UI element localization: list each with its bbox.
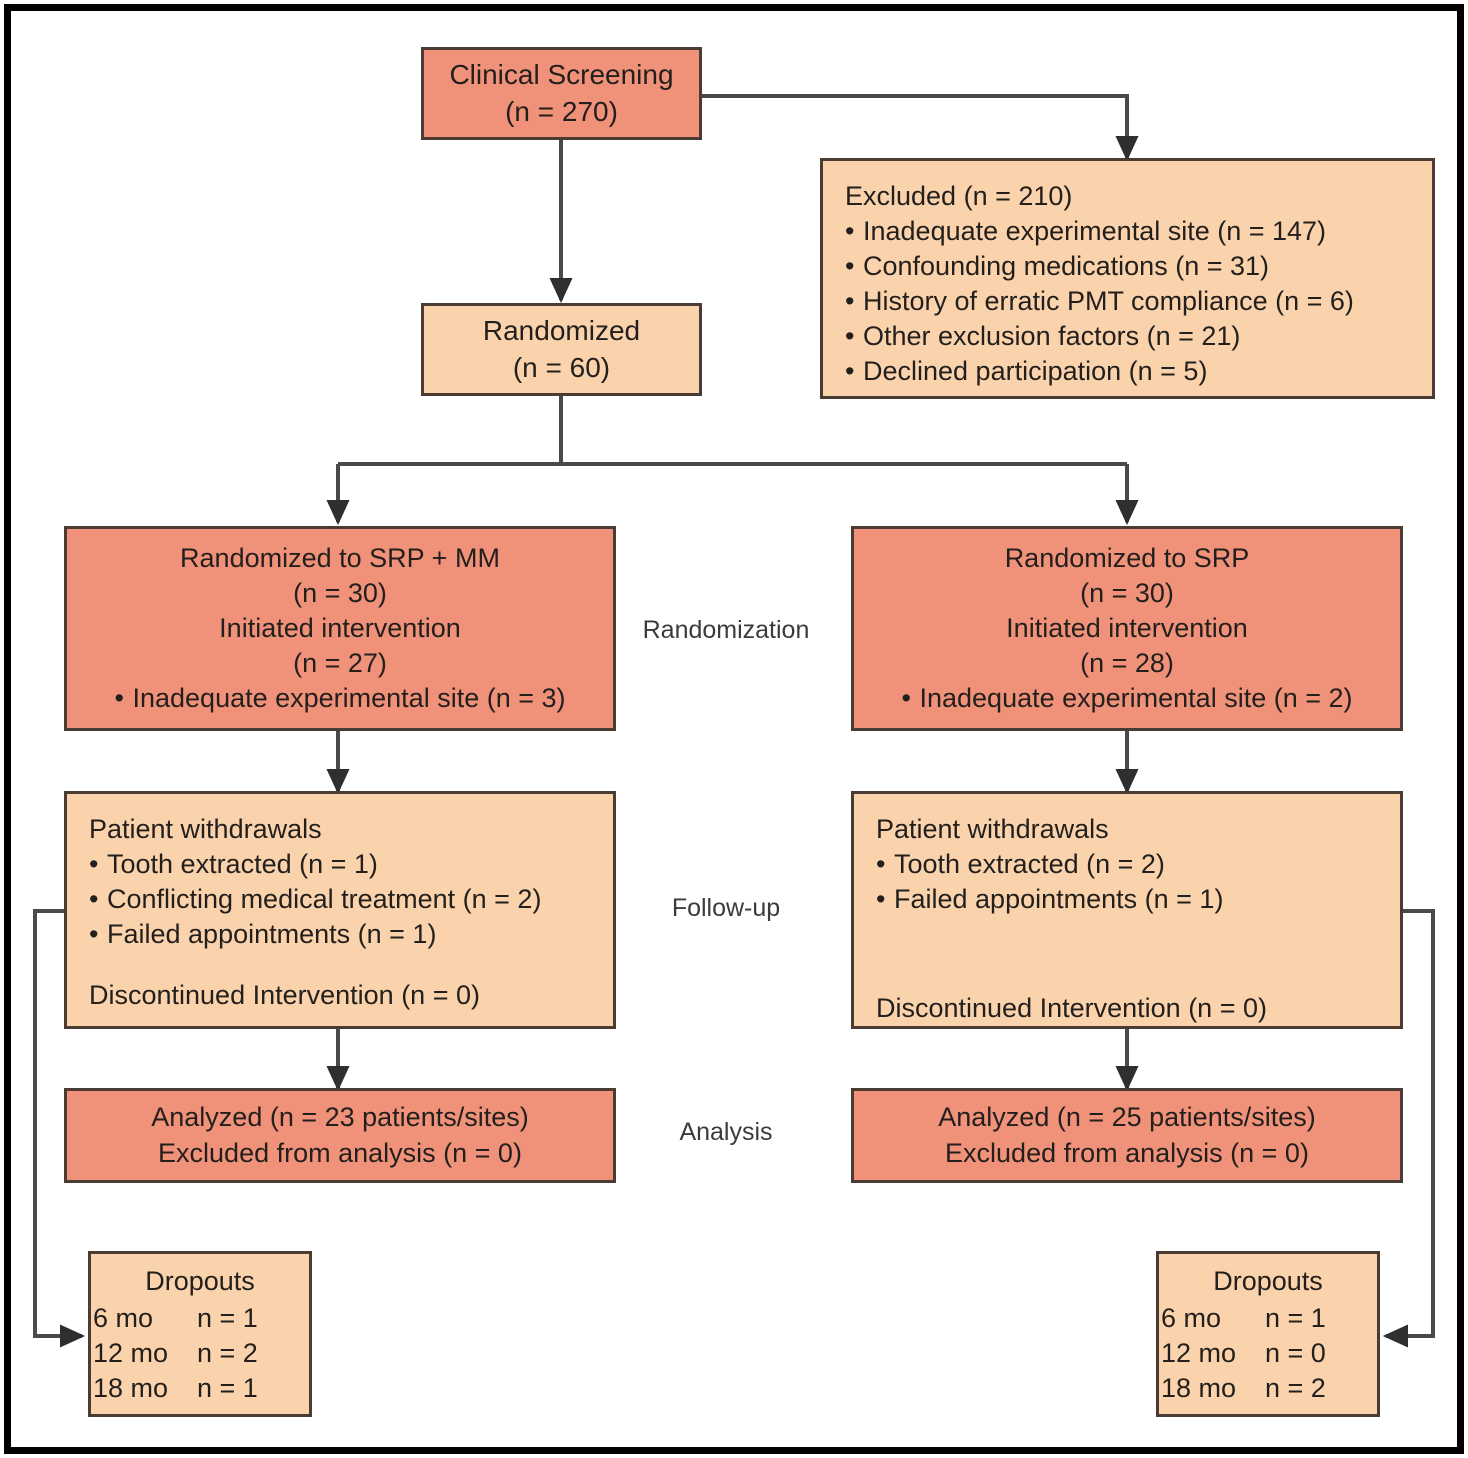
left-analysis-line-2: Excluded from analysis (n = 0) (158, 1137, 522, 1168)
left-withdrawal-item-2: • Conflicting medical treatment (n = 2) (89, 882, 541, 917)
excluded-reason-4-label: Other exclusion factors (n = 21) (863, 321, 1241, 352)
right-dropouts-row-1: 6 mo n = 1 (1161, 1301, 1375, 1336)
excluded-reason-4: • Other exclusion factors (n = 21) (845, 319, 1240, 354)
left-dropouts-row-2-period: 12 mo (93, 1338, 169, 1368)
left-dropouts-row-2: 12 mo n = 2 (93, 1336, 307, 1371)
right-withdrawal-item-1: • Tooth extracted (n = 2) (876, 847, 1165, 882)
right-discontinued: Discontinued Intervention (n = 0) (876, 992, 1267, 1023)
right-dropouts-row-1-value: n = 1 (1265, 1302, 1326, 1333)
screening-line-2: (n = 270) (505, 95, 618, 127)
right-analysis-line-2: Excluded from analysis (n = 0) (945, 1137, 1309, 1168)
node-left-withdrawals[interactable]: Patient withdrawals • Tooth extracted (n… (64, 791, 616, 1029)
excluded-reason-3-label: History of erratic PMT compliance (n = 6… (863, 286, 1354, 317)
excluded-reason-2-label: Confounding medications (n = 31) (863, 251, 1270, 282)
node-right-allocation[interactable]: Randomized to SRP (n = 30) Initiated int… (851, 526, 1403, 731)
right-dropouts-title: Dropouts (1213, 1265, 1323, 1296)
excluded-reason-2: • Confounding medications (n = 31) (845, 249, 1269, 284)
right-alloc-bullet-1: • Inadequate experimental site (n = 2) (901, 681, 1352, 716)
excluded-reason-3: • History of erratic PMT compliance (n =… (845, 284, 1354, 319)
left-analysis-line-1: Analyzed (n = 23 patients/sites) (151, 1102, 529, 1133)
right-alloc-line-1: Randomized to SRP (1004, 542, 1250, 573)
left-dropouts-row-3: 18 mo n = 1 (93, 1371, 307, 1406)
left-dropouts-row-3-period: 18 mo (93, 1373, 169, 1404)
left-alloc-line-4: (n = 27) (293, 648, 387, 679)
bullet-icon: • (89, 849, 99, 880)
node-randomized[interactable]: Randomized (n = 60) (421, 303, 702, 396)
right-dropouts-row-3-value: n = 2 (1265, 1373, 1326, 1404)
node-left-analysis[interactable]: Analyzed (n = 23 patients/sites) Exclude… (64, 1088, 616, 1183)
right-withdrawals-heading: Patient withdrawals (876, 814, 1109, 844)
right-dropouts-row-3: 18 mo n = 2 (1161, 1371, 1375, 1406)
randomized-line-1: Randomized (482, 315, 641, 347)
right-dropouts-row-2: 12 mo n = 0 (1161, 1336, 1375, 1371)
bullet-icon: • (845, 286, 855, 317)
left-dropouts-row-1: 6 mo n = 1 (93, 1301, 307, 1336)
right-alloc-line-2: (n = 30) (1080, 577, 1174, 608)
left-dropouts-title: Dropouts (145, 1265, 255, 1296)
right-dropouts-row-3-period: 18 mo (1161, 1373, 1237, 1404)
excluded-reason-5: • Declined participation (n = 5) (845, 354, 1207, 389)
excluded-reason-1-label: Inadequate experimental site (n = 147) (863, 216, 1327, 247)
bullet-icon: • (114, 683, 124, 714)
bullet-icon: • (845, 216, 855, 247)
excluded-heading: Excluded (n = 210) (845, 181, 1073, 211)
left-withdrawal-item-3: • Failed appointments (n = 1) (89, 917, 436, 952)
bullet-icon: • (845, 356, 855, 387)
screening-line-1: Clinical Screening (449, 59, 674, 91)
left-alloc-line-1: Randomized to SRP + MM (180, 542, 500, 573)
node-right-dropouts[interactable]: Dropouts 6 mo n = 1 12 mo n = 0 18 mo n … (1156, 1251, 1380, 1417)
left-withdrawal-item-1: • Tooth extracted (n = 1) (89, 847, 378, 882)
stage-label-randomization: Randomization (642, 616, 810, 644)
left-dropouts-row-1-period: 6 mo (93, 1302, 154, 1333)
node-left-dropouts[interactable]: Dropouts 6 mo n = 1 12 mo n = 2 18 mo n … (88, 1251, 312, 1417)
left-withdrawals-heading: Patient withdrawals (89, 814, 322, 844)
left-withdrawal-item-3-label: Failed appointments (n = 1) (107, 919, 437, 950)
right-alloc-line-3: Initiated intervention (1006, 612, 1248, 643)
node-excluded[interactable]: Excluded (n = 210) • Inadequate experime… (820, 158, 1435, 399)
right-withdrawal-item-2-label: Failed appointments (n = 1) (894, 884, 1224, 915)
bullet-icon: • (901, 683, 911, 714)
right-alloc-bullet-1-label: Inadequate experimental site (n = 2) (919, 683, 1353, 714)
left-withdrawal-item-1-label: Tooth extracted (n = 1) (107, 849, 378, 880)
left-withdrawal-item-2-label: Conflicting medical treatment (n = 2) (107, 884, 542, 915)
left-alloc-bullet-1-label: Inadequate experimental site (n = 3) (132, 683, 566, 714)
excluded-reason-1: • Inadequate experimental site (n = 147) (845, 214, 1326, 249)
left-dropouts-row-3-value: n = 1 (197, 1373, 258, 1404)
excluded-reason-5-label: Declined participation (n = 5) (863, 356, 1208, 387)
bullet-icon: • (89, 884, 99, 915)
stage-label-analysis: Analysis (679, 1118, 773, 1146)
right-dropouts-row-2-period: 12 mo (1161, 1338, 1237, 1368)
right-dropouts-row-2-value: n = 0 (1265, 1338, 1326, 1368)
node-clinical-screening[interactable]: Clinical Screening (n = 270) (421, 47, 702, 140)
left-dropouts-row-1-value: n = 1 (197, 1302, 258, 1333)
node-right-withdrawals[interactable]: Patient withdrawals • Tooth extracted (n… (851, 791, 1403, 1029)
right-dropouts-row-1-period: 6 mo (1161, 1302, 1222, 1333)
left-dropouts-row-2-value: n = 2 (197, 1338, 258, 1368)
stage-label-follow-up: Follow-up (671, 894, 781, 922)
node-right-analysis[interactable]: Analyzed (n = 25 patients/sites) Exclude… (851, 1088, 1403, 1183)
left-alloc-bullet-1: • Inadequate experimental site (n = 3) (114, 681, 565, 716)
bullet-icon: • (876, 849, 886, 880)
right-alloc-line-4: (n = 28) (1080, 648, 1174, 679)
bullet-icon: • (845, 321, 855, 352)
right-withdrawal-item-1-label: Tooth extracted (n = 2) (894, 849, 1165, 880)
right-withdrawal-item-2: • Failed appointments (n = 1) (876, 882, 1223, 917)
randomized-line-2: (n = 60) (512, 351, 611, 383)
left-discontinued: Discontinued Intervention (n = 0) (89, 980, 480, 1011)
node-left-allocation[interactable]: Randomized to SRP + MM (n = 30) Initiate… (64, 526, 616, 731)
left-alloc-line-2: (n = 30) (293, 577, 387, 608)
bullet-icon: • (845, 251, 855, 282)
bullet-icon: • (876, 884, 886, 915)
bullet-icon: • (89, 919, 99, 950)
left-alloc-line-3: Initiated intervention (219, 612, 461, 643)
right-analysis-line-1: Analyzed (n = 25 patients/sites) (938, 1102, 1316, 1133)
